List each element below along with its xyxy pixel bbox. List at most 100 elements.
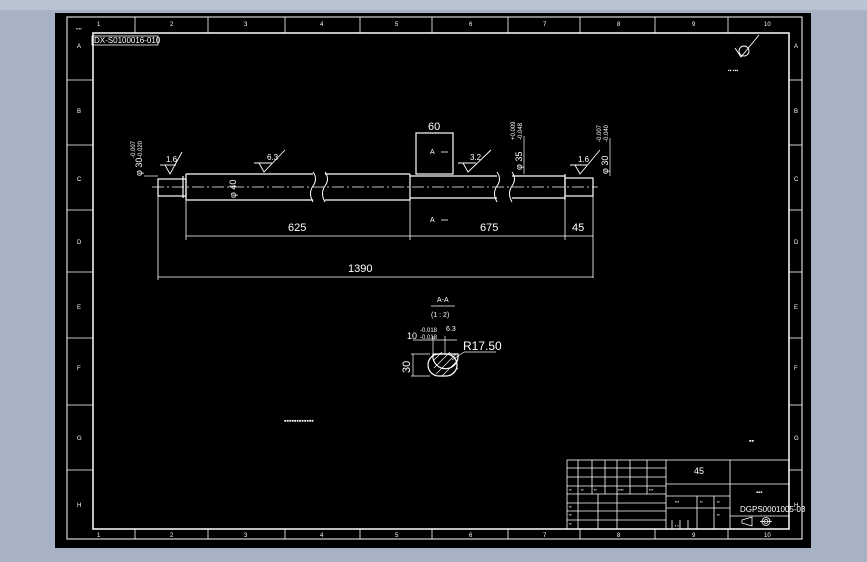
- roughness-value: 3.2: [470, 153, 482, 162]
- dim-section-height: 30: [401, 361, 413, 373]
- zone-col-label: 1: [97, 22, 101, 28]
- zone-row-label: B: [77, 109, 81, 115]
- projection-symbol: [741, 516, 772, 527]
- cad-drawing: 1 2 3 4 5 6 7 8 9 10 1 2 3 4 5 6 7 8 9 1…: [66, 16, 806, 540]
- inner-border: [92, 32, 790, 530]
- roughness-marks: [160, 149, 601, 175]
- zone-row-label: C: [77, 177, 82, 183]
- title-label: ▪▪▪: [675, 499, 680, 504]
- dim-total-length: 1390: [348, 263, 372, 275]
- zone-col-label: 5: [395, 22, 399, 28]
- zone-col-label: 9: [692, 533, 696, 539]
- zone-row-label: D: [77, 240, 82, 246]
- dim-keyway-width: 10: [407, 331, 417, 341]
- dim-key-tol-upper: -0.018: [420, 328, 438, 334]
- dimension-lines: [157, 196, 594, 280]
- side-note: ▪▪: [749, 438, 754, 445]
- title-block: [566, 459, 790, 530]
- zone-col-label: 2: [170, 533, 174, 539]
- shaft-main-view: [157, 132, 594, 203]
- zone-row-label: H: [794, 503, 798, 509]
- title-label: ▪▪▪▪: [618, 487, 624, 492]
- corner-stamp-box: [91, 35, 159, 46]
- zone-row-label: E: [77, 305, 81, 311]
- title-label: ▪▪: [569, 504, 572, 509]
- zone-row-label: F: [77, 366, 81, 372]
- zone-col-label: 8: [617, 533, 621, 539]
- section-roughness: 6.3: [446, 326, 456, 333]
- zone-col-label: 6: [469, 22, 473, 28]
- general-roughness-symbol: [734, 34, 760, 58]
- title-label: ▪ ▪: [675, 523, 680, 528]
- zone-row-label: A: [794, 44, 798, 50]
- title-label: ▪▪: [594, 487, 597, 492]
- zone-row-label: B: [794, 109, 798, 115]
- zone-row-label: G: [77, 436, 82, 442]
- outer-frame: [66, 16, 803, 540]
- section-title: A-A: [437, 297, 449, 304]
- dim-tol-mid-upper: +0.009: [511, 121, 517, 140]
- section-mark-bottom: A: [430, 217, 435, 224]
- zone-ticks: [67, 17, 802, 539]
- zone-col-label: 4: [320, 533, 324, 539]
- corner-mark: ▪▪▪▪: [76, 26, 82, 31]
- title-part-name: ▪▪▪: [756, 490, 762, 496]
- title-label: ▪▪: [717, 499, 720, 504]
- dim-diameter-left: φ 30: [134, 158, 144, 176]
- dim-diameter-body: φ 40: [228, 180, 238, 198]
- dim-length-675: 675: [480, 222, 498, 234]
- section-view: [427, 351, 459, 377]
- title-label: ▪▪: [581, 487, 584, 492]
- title-label: ▪▪: [569, 512, 572, 517]
- title-label: ▪▪: [700, 499, 703, 504]
- zone-col-label: 4: [320, 22, 324, 28]
- zone-row-label: G: [794, 436, 799, 442]
- zone-col-label: 3: [244, 533, 248, 539]
- drawing-canvas[interactable]: 1 2 3 4 5 6 7 8 9 10 1 2 3 4 5 6 7 8 9 1…: [55, 13, 811, 548]
- dim-tol-left-lower: -0.020: [138, 140, 144, 158]
- dim-tol-right-upper: -0.007: [597, 124, 603, 142]
- dim-diameter-right: φ 30: [600, 156, 610, 174]
- dim-keyway-length: 60: [428, 121, 440, 133]
- roughness-note: ▪▪ ▪▪▪: [728, 68, 738, 74]
- diameter-leaders: [144, 136, 611, 177]
- zone-col-label: 10: [764, 533, 771, 539]
- title-cell-labels: ▪▪ ▪▪ ▪▪ ▪▪▪▪ ▪▪▪ ▪▪▪ ▪▪ ▪▪ ▪▪ ▪▪ ▪▪ ▪▪ …: [569, 487, 720, 528]
- roughness-value: 1.6: [578, 155, 590, 164]
- zone-row-label: E: [794, 305, 798, 311]
- zone-col-label: 8: [617, 22, 621, 28]
- title-drawing-number: DGPS0001005-03: [740, 505, 806, 514]
- title-label: ▪▪: [569, 487, 572, 492]
- app-top-band: [0, 0, 867, 10]
- zone-col-label: 5: [395, 533, 399, 539]
- title-label: ▪▪▪: [649, 487, 654, 492]
- zone-labels: 1 2 3 4 5 6 7 8 9 10 1 2 3 4 5 6 7 8 9 1…: [77, 22, 799, 539]
- section-mark-top: A: [430, 149, 435, 156]
- roughness-value: 6.3: [267, 153, 279, 162]
- dim-tol-right-lower: -0.040: [604, 124, 610, 142]
- tech-requirements: ▪▪▪▪▪▪▪▪▪▪▪▪: [284, 418, 314, 425]
- section-scale: (1 : 2): [431, 312, 449, 319]
- title-material-value: 45: [694, 466, 704, 476]
- zone-col-label: 10: [764, 22, 771, 28]
- dim-tol-left-upper: -0.007: [131, 140, 137, 158]
- zone-col-label: 6: [469, 533, 473, 539]
- zone-row-label: F: [794, 366, 798, 372]
- title-label: ▪▪: [569, 521, 572, 526]
- dim-key-tol-lower: -0.018: [420, 335, 438, 341]
- zone-col-label: 1: [97, 533, 101, 539]
- dim-radius: R17.50: [463, 339, 502, 353]
- zone-col-label: 7: [543, 533, 547, 539]
- zone-row-label: H: [77, 503, 81, 509]
- section-dim-lines: [411, 336, 496, 377]
- section-marks: [441, 151, 448, 221]
- zone-row-label: C: [794, 177, 799, 183]
- dim-length-625: 625: [288, 222, 306, 234]
- dim-diameter-mid: φ 35: [514, 152, 524, 170]
- dim-length-45: 45: [572, 222, 584, 234]
- roughness-value: 1.6: [166, 155, 178, 164]
- zone-row-label: D: [794, 240, 799, 246]
- zone-row-label: A: [77, 44, 81, 50]
- zone-col-label: 9: [692, 22, 696, 28]
- corner-stamp-text: DX-S0100016-010: [94, 36, 161, 45]
